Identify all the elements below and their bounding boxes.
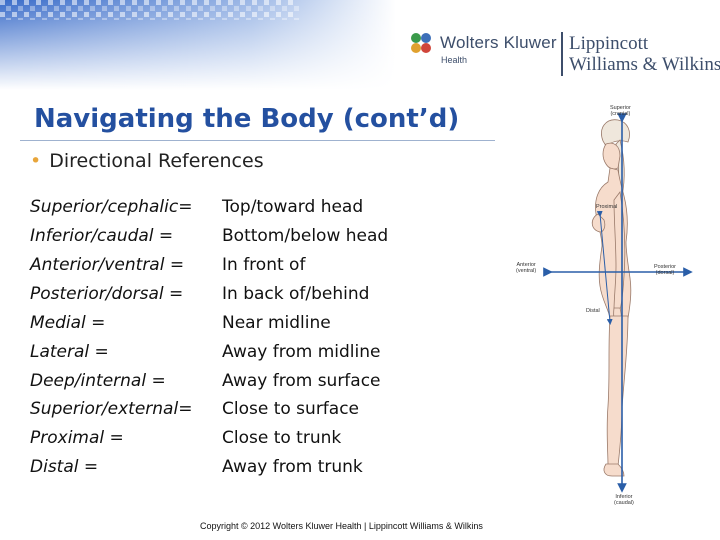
direction-term: Medial = <box>30 313 106 333</box>
slide-title: Navigating the Body (cont’d) <box>34 104 460 134</box>
publisher-line-1: Lippincott <box>569 33 649 54</box>
bullet-item: • Directional References <box>30 150 264 172</box>
label-superior-line2: (cranial) <box>610 111 631 117</box>
label-proximal: Proximal <box>596 204 618 210</box>
direction-term: Posterior/dorsal = <box>30 284 184 304</box>
direction-definition: In front of <box>222 255 306 275</box>
proximal-distal-arrow <box>596 210 613 325</box>
brand-primary: Wolters Kluwer <box>440 33 557 52</box>
logo-divider <box>561 32 563 76</box>
copyright-footer: Copyright © 2012 Wolters Kluwer Health |… <box>200 521 483 531</box>
body-directions-illustration <box>543 113 693 493</box>
direction-term: Inferior/caudal = <box>30 226 174 246</box>
label-anterior-line1: Anterior <box>516 262 536 268</box>
direction-definition: Away from surface <box>222 371 381 391</box>
title-divider <box>20 140 495 141</box>
label-anterior: Anterior (ventral) <box>516 262 536 274</box>
label-inferior-line1: Inferior <box>615 494 633 500</box>
direction-definition: Top/toward head <box>222 197 364 217</box>
label-inferior-line2: (caudal) <box>614 500 634 506</box>
direction-term: Deep/internal = <box>30 371 166 391</box>
label-posterior-line1: Posterior <box>654 264 677 270</box>
direction-definition: Away from midline <box>222 342 381 362</box>
direction-definition: Close to surface <box>222 399 360 419</box>
direction-term: Superior/cephalic= <box>30 197 193 217</box>
direction-definition: Near midline <box>222 313 331 333</box>
label-anterior-line2: (ventral) <box>516 268 537 274</box>
human-figure <box>591 119 632 477</box>
direction-term: Anterior/ventral = <box>30 255 185 275</box>
header-gradient-band <box>0 0 720 90</box>
direction-definition: Bottom/below head <box>222 226 389 246</box>
label-posterior-line2: (dorsal) <box>655 270 675 276</box>
label-superior-line1: Superior <box>610 105 631 111</box>
direction-term: Superior/external= <box>30 399 193 419</box>
direction-definition: Away from trunk <box>222 457 363 477</box>
direction-definition: Close to trunk <box>222 428 342 448</box>
publisher-line-2: Williams & Wilkins <box>569 54 720 75</box>
slide-header: Wolters Kluwer Health Lippincott William… <box>0 0 720 90</box>
direction-term: Distal = <box>30 457 99 477</box>
label-superior: Superior (cranial) <box>610 105 631 117</box>
wolters-kluwer-logo-icon <box>411 33 431 53</box>
bullet-dot-icon: • <box>30 150 42 172</box>
bullet-text: Directional References <box>49 150 264 172</box>
label-inferior: Inferior (caudal) <box>614 494 634 506</box>
anatomical-position-figure: Superior (cranial) Inferior (caudal) Ant… <box>510 96 720 516</box>
label-posterior: Posterior (dorsal) <box>654 264 676 276</box>
direction-term: Lateral = <box>30 342 109 362</box>
label-distal: Distal <box>586 308 600 314</box>
direction-definition: In back of/behind <box>222 284 370 304</box>
direction-term: Proximal = <box>30 428 124 448</box>
brand-secondary: Health <box>441 55 468 65</box>
